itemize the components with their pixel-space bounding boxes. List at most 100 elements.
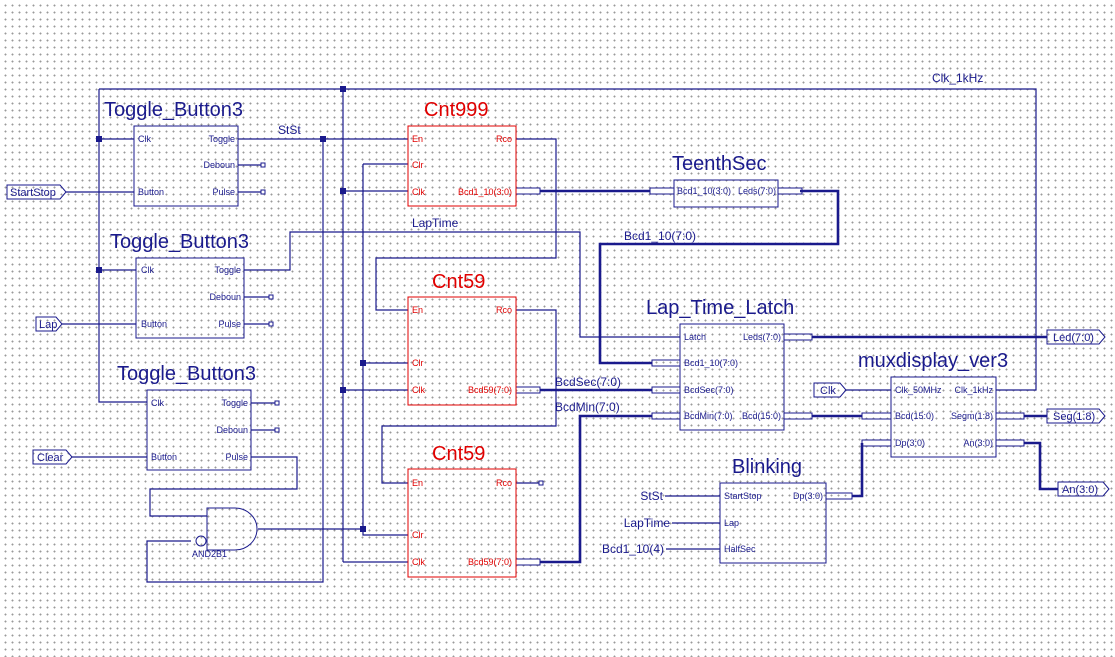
block-cnt999[interactable]: Cnt999 En Rco Clr Clk Bcd1_10(3:0)	[407, 99, 517, 207]
port-shape	[1057, 481, 1110, 497]
pin-label: Toggle	[221, 398, 248, 408]
port-shape	[32, 449, 73, 465]
block-title: Toggle_Button3	[104, 99, 243, 121]
net-label-blink-halfsec: Bcd1_10(4)	[602, 542, 664, 556]
net-label-blink-laptime: LapTime	[624, 516, 671, 530]
pin-label: En	[412, 478, 423, 488]
gate-label: AND2B1	[192, 549, 227, 559]
pin-label: Leds(7:0)	[738, 186, 776, 196]
block-title: Toggle_Button3	[117, 363, 256, 385]
pin-label: HalfSec	[724, 544, 756, 554]
port-seg[interactable]: Seg(1:8)	[1046, 408, 1106, 424]
net-label-clk-1khz: Clk_1kHz	[932, 71, 983, 85]
port-label: StartStop	[10, 187, 56, 199]
net-label-blink-stst: StSt	[640, 489, 663, 503]
pin-label: Bcd(15:0)	[742, 411, 781, 421]
block-body	[407, 296, 517, 406]
block-cnt59-minutes[interactable]: Cnt59 En Rco Clr Clk Bcd59(7:0)	[407, 443, 517, 578]
pin-label: Pulse	[218, 319, 241, 329]
block-toggle-button-2[interactable]: Toggle_Button3 Clk Toggle Deboun Button …	[110, 231, 249, 339]
open-pins	[260, 162, 544, 486]
pin-label: Clk	[412, 385, 425, 395]
port-led[interactable]: Led(7:0)	[1046, 329, 1106, 345]
pin-label: Clr	[412, 530, 424, 540]
block-title: Cnt59	[432, 271, 485, 293]
pin-label: Dp(3:0)	[895, 438, 925, 448]
port-label: Clk	[820, 385, 836, 397]
port-clear[interactable]: Clear	[32, 449, 73, 465]
pin-label: Bcd1_10(3:0)	[677, 186, 731, 196]
block-lap-time-latch[interactable]: Lap_Time_Latch Latch Leds(7:0) Bcd1_10(7…	[646, 297, 794, 431]
port-lap[interactable]: Lap	[35, 316, 63, 332]
pin-label: Bcd1_10(3:0)	[458, 187, 512, 197]
port-clk[interactable]: Clk	[813, 382, 847, 398]
port-label: Led(7:0)	[1053, 332, 1094, 344]
pin-label: Pulse	[212, 187, 235, 197]
pin-label: Bcd59(7:0)	[468, 385, 512, 395]
block-title: Cnt59	[432, 443, 485, 465]
pin-label: Button	[138, 187, 164, 197]
block-teenthsec[interactable]: TeenthSec Bcd1_10(3:0) Leds(7:0)	[672, 153, 779, 208]
net-label-laptime: LapTime	[412, 216, 459, 230]
port-label: An(3:0)	[1062, 484, 1098, 496]
pin-label: Bcd1_10(7:0)	[684, 358, 738, 368]
block-body	[407, 125, 517, 207]
block-cnt59-seconds[interactable]: Cnt59 En Rco Clr Clk Bcd59(7:0)	[407, 271, 517, 406]
junctions	[96, 86, 366, 532]
net-labels: StSt LapTime Bcd1_10(7:0) BcdSec(7:0) Bc…	[278, 71, 983, 556]
pin-label: BcdSec(7:0)	[684, 385, 734, 395]
port-shape	[6, 184, 67, 200]
pin-label: En	[412, 134, 423, 144]
block-toggle-button-3[interactable]: Toggle_Button3 Clk Toggle Deboun Button …	[117, 363, 256, 471]
pin-label: Segm(1:8)	[951, 411, 993, 421]
block-muxdisplay[interactable]: muxdisplay_ver3 Clk_50MHz Clk_1kHz Bcd(1…	[858, 350, 1008, 458]
and-gate[interactable]: AND2B1	[192, 507, 258, 559]
pin-label: Bcd(15:0)	[895, 411, 934, 421]
pin-label: Clr	[412, 358, 424, 368]
block-title: TeenthSec	[672, 153, 767, 175]
block-blinking[interactable]: Blinking StartStop Dp(3:0) Lap HalfSec	[719, 456, 827, 564]
pin-label: Clk_50MHz	[895, 385, 942, 395]
block-body	[673, 179, 779, 208]
net-label-bcdsec: BcdSec(7:0)	[555, 375, 621, 389]
net-label-bcd1-10: Bcd1_10(7:0)	[624, 229, 696, 243]
pin-label: BcdMin(7:0)	[684, 411, 733, 421]
and-gate-body	[206, 507, 258, 551]
pin-label: Latch	[684, 332, 706, 342]
pin-label: En	[412, 305, 423, 315]
block-toggle-button-1[interactable]: Toggle_Button3 Clk Toggle Deboun Button …	[104, 99, 243, 207]
port-label: Clear	[37, 452, 64, 464]
pin-label: Clr	[412, 160, 424, 170]
pin-label: Rco	[496, 305, 512, 315]
pin-label: Clk	[412, 187, 425, 197]
port-label: Seg(1:8)	[1053, 411, 1095, 423]
block-body	[135, 257, 245, 339]
block-body	[407, 468, 517, 578]
port-an[interactable]: An(3:0)	[1057, 481, 1110, 497]
net-label-stst: StSt	[278, 123, 301, 137]
pin-label: Pulse	[225, 452, 248, 462]
port-shape	[813, 382, 847, 398]
pin-label: Clk	[138, 134, 151, 144]
pin-label: Button	[141, 319, 167, 329]
block-body	[719, 482, 827, 564]
block-body	[679, 323, 785, 431]
port-startstop[interactable]: StartStop	[6, 184, 67, 200]
pin-label: Toggle	[208, 134, 235, 144]
pin-label: Rco	[496, 134, 512, 144]
pin-label: Dp(3:0)	[793, 491, 823, 501]
block-body	[146, 389, 252, 471]
block-body	[890, 376, 997, 458]
pin-label: Button	[151, 452, 177, 462]
pin-label: Toggle	[214, 265, 241, 275]
pin-label: Clk	[151, 398, 164, 408]
pin-label: Deboun	[203, 160, 235, 170]
pin-label: Deboun	[209, 292, 241, 302]
pin-label: Leds(7:0)	[743, 332, 781, 342]
net-label-bcdmin: BcdMin(7:0)	[555, 400, 620, 414]
port-shape	[1046, 329, 1106, 345]
block-title: muxdisplay_ver3	[858, 350, 1008, 372]
port-shape	[1046, 408, 1106, 424]
pin-label: Bcd59(7:0)	[468, 557, 512, 567]
